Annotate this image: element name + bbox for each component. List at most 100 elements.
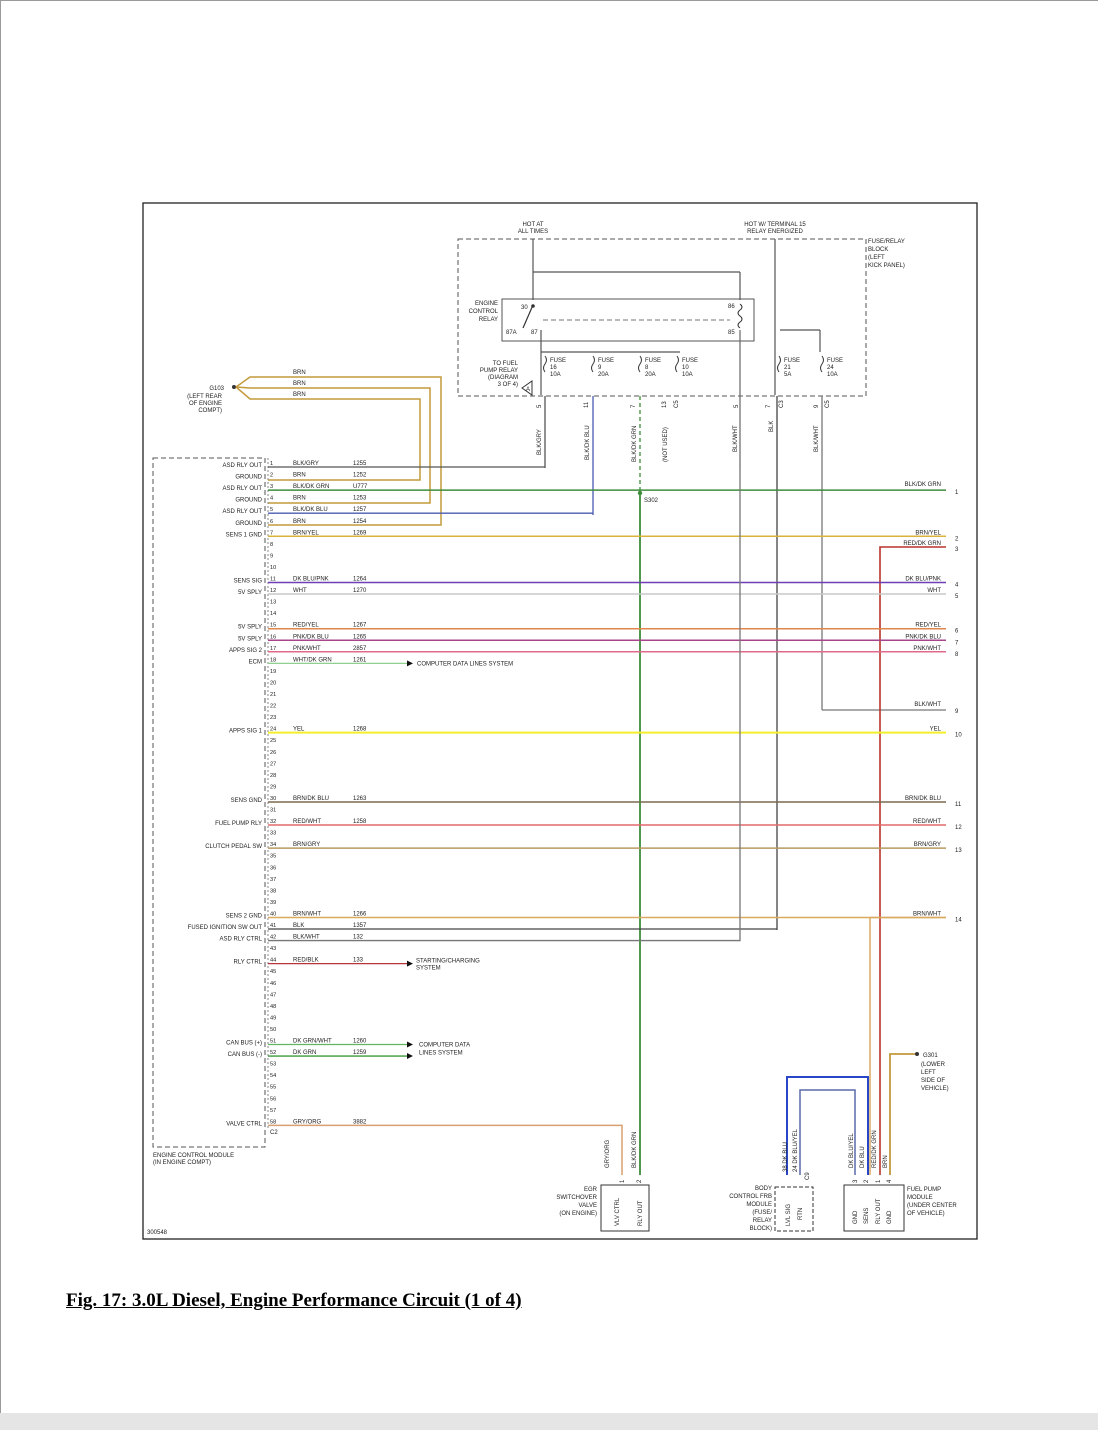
bcm-wire-dk-blu-label: 38 DK BLU [783,1142,789,1172]
right-wire-color-label: YEL [930,727,942,733]
connector-pin-number: 9 [814,404,820,408]
fuel-pump-pin-number: 3 [853,1179,859,1183]
wire-color-label: BLK/WHT [814,425,820,452]
ecm-pin-number: 3 [270,484,273,490]
ecm-pin-number: 24 [270,727,276,733]
fuel-pump-module-label: OF VEHICLE) [907,1211,945,1217]
wire-color-label: RED/YEL [293,623,319,629]
connector-pin-number: 5 [537,404,543,408]
ecm-pin-function-label: ASD RLY OUT [223,509,263,515]
ground-g103-description: (LEFT REAR [187,394,223,400]
wire-color-label: RED/WHT [293,819,321,825]
relay-pin-87: 87 [531,330,538,336]
wire-color-label: RED/BLK [293,958,319,964]
ground-g301-description: (LOWER [921,1062,946,1068]
ecm-pin-number: 46 [270,981,276,987]
relay-pin-85: 85 [728,330,735,336]
fuse-relay-block-outline [457,238,867,397]
right-wire-color-label: RED/YEL [915,623,941,629]
circuit-number-label: 1357 [353,923,367,929]
ecm-pin-number: 41 [270,923,276,929]
wire-color-label: BRN/WHT [293,911,321,917]
hot-terminal-15-label: HOT W/ TERMINAL 15 [744,222,806,228]
egr-switchover-valve-label: EGR [584,1187,598,1193]
fuse-label: 20A [598,372,609,378]
circuit-number-label: 1252 [353,473,367,479]
circuit-number-label: 1266 [353,911,367,917]
right-wire-color-label: RED/WHT [913,819,941,825]
ecm-pin-number: 4 [270,496,273,502]
ecm-pin-number: 40 [270,911,276,917]
ecm-pin-function-label: SENS SIG [234,579,263,585]
ground-g301-description: VEHICLE) [921,1086,949,1092]
circuit-number-label: 133 [353,958,364,964]
arrow-can-bus-plus [407,1041,413,1048]
right-wire-color-label: WHT [927,588,941,594]
fuse-relay-block-label: FUSE/RELAY [868,239,905,245]
ecm-pin-number: 31 [270,808,276,814]
circuit-number-label: 1260 [353,1039,367,1045]
page-bottom-strip [0,1413,1098,1430]
ground-g103-description: OF ENGINE [189,401,222,407]
ecm-pin-function-label: FUEL PUMP RLY [215,821,262,827]
fuse-symbol [777,355,781,373]
ecm-pin-number: 25 [270,738,276,744]
ecm-pin-function-label: GROUND [235,498,262,504]
ecm-pin-number: 43 [270,946,276,952]
connector-a-symbol [521,380,533,396]
ecm-pin-number: 38 [270,888,276,894]
relay-switch-arm [522,304,534,329]
fuse-label: 10A [682,372,693,378]
body-control-module-label: CONTROL FRB [729,1194,772,1200]
engine-control-relay-label: CONTROL [469,309,499,315]
ecm-pin-number: 20 [270,680,276,686]
ecm-pin-number: 11 [270,577,276,583]
ecm-pin-number: 35 [270,854,276,860]
wire-color-label: WHT [293,588,307,594]
right-wire-number: 12 [955,825,962,831]
wire-color-label: BRN [293,392,306,398]
ecm-pin-number: 28 [270,773,276,779]
fuse-label: 16 [550,365,557,371]
ecm-pin-function-label: SENS GND [231,798,263,804]
right-wire-color-label: BRN/DK BLU [905,796,941,802]
ecm-pin-function-label: VALVE CTRL [226,1121,262,1127]
ground-g301-label: G301 [923,1053,938,1059]
wire-color-label: BLK/DK BLU [585,425,591,460]
ecm-pin-number: 27 [270,761,276,767]
ground-g103-label: G103 [209,386,224,392]
ecm-pin-number: 8 [270,542,273,548]
wire-color-label: BLK/WHT [293,935,320,941]
egr-wire-blk-dk-grn-label: BLK/DK GRN [632,1132,638,1168]
ecm-pin-number: 56 [270,1096,276,1102]
ecm-pin-number: 18 [270,657,276,663]
egr-pin-name: RLY OUT [638,1200,644,1226]
body-control-module-label: BODY [755,1186,772,1192]
fuse-symbol [591,355,595,373]
ecm-pin-number: 5 [270,507,273,513]
right-wire-number: 10 [955,733,962,739]
connector-pin-number: 5 [734,404,740,408]
wire-brn-ground [235,376,442,526]
page-border-top [0,0,1098,1]
fuel-pump-module-label: FUEL PUMP [907,1187,941,1193]
ecm-pin-number: 58 [270,1119,276,1125]
fuel-pump-pin-name: RLY OUT [876,1198,882,1224]
wire-color-label: DK GRN/WHT [293,1039,332,1045]
ecm-pin-number: 42 [270,935,276,941]
wire-color-label: BLK/DK GRN [632,426,638,462]
fuel-pump-wire-label: DK BLU/YEL [849,1133,855,1168]
fuel-pump-pin-number: 2 [864,1179,870,1183]
computer-data-lines-label: COMPUTER DATA [419,1043,470,1049]
wire-gry-org [268,1124,623,1175]
ground-g301-description: LEFT [921,1070,936,1076]
right-wire-number: 9 [955,709,959,715]
circuit-number-label: 1270 [353,588,367,594]
right-wire-number: 6 [955,629,959,635]
right-wire-number: 2 [955,536,959,542]
engine-control-relay-label: ENGINE [475,301,498,307]
fuse-label: 20A [645,372,656,378]
ecm-pin-number: 23 [270,715,276,721]
